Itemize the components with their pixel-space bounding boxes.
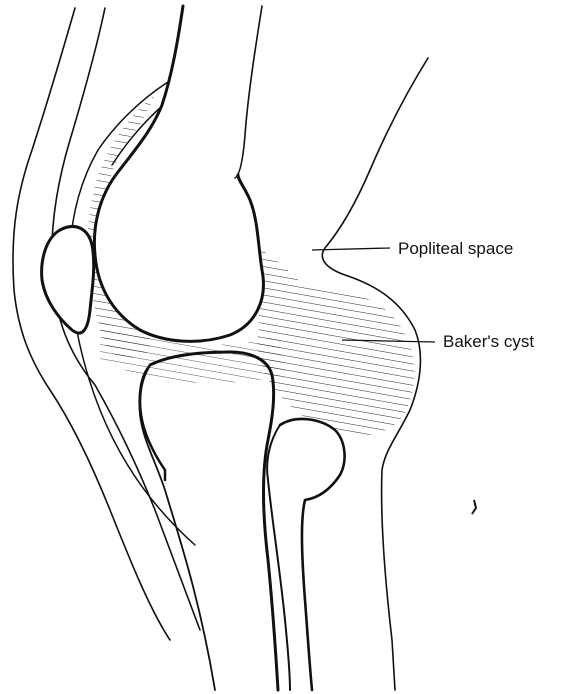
bakers-cyst-label: Baker's cyst: [443, 333, 534, 350]
fibula: [267, 419, 344, 690]
stray-ink-mark: [472, 500, 476, 514]
tibia: [139, 352, 278, 690]
popliteal-space-label: Popliteal space: [398, 240, 513, 257]
femur: [94, 6, 263, 341]
patella: [42, 226, 94, 333]
